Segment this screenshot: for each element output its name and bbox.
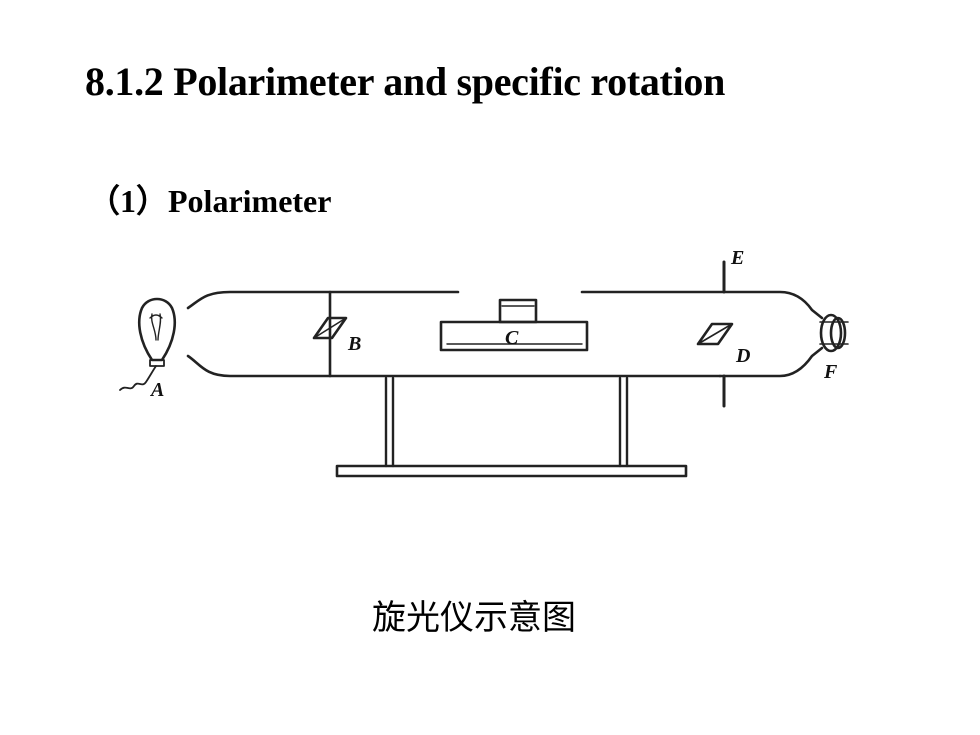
label-d: D	[735, 345, 750, 367]
label-b: B	[347, 333, 361, 355]
tube-left-flare-bottom	[186, 354, 722, 378]
lamp-cord	[119, 365, 157, 391]
stand-base	[335, 464, 688, 478]
slide-title: 8.1.2 Polarimeter and specific rotation	[85, 59, 726, 104]
section-heading: （1）Polarimeter	[88, 183, 332, 219]
tube-left-flare	[186, 290, 460, 310]
tube-bottom-right	[718, 346, 824, 378]
eyepiece	[819, 313, 843, 353]
lamp-bulb	[138, 297, 176, 362]
label-e: E	[730, 247, 744, 269]
label-a: A	[149, 379, 164, 401]
sample-tube-cap	[498, 298, 538, 324]
label-f: F	[823, 361, 838, 383]
label-c: C	[505, 327, 519, 349]
tube-top-right	[580, 290, 824, 320]
diagram-caption: 旋光仪示意图	[372, 598, 576, 638]
